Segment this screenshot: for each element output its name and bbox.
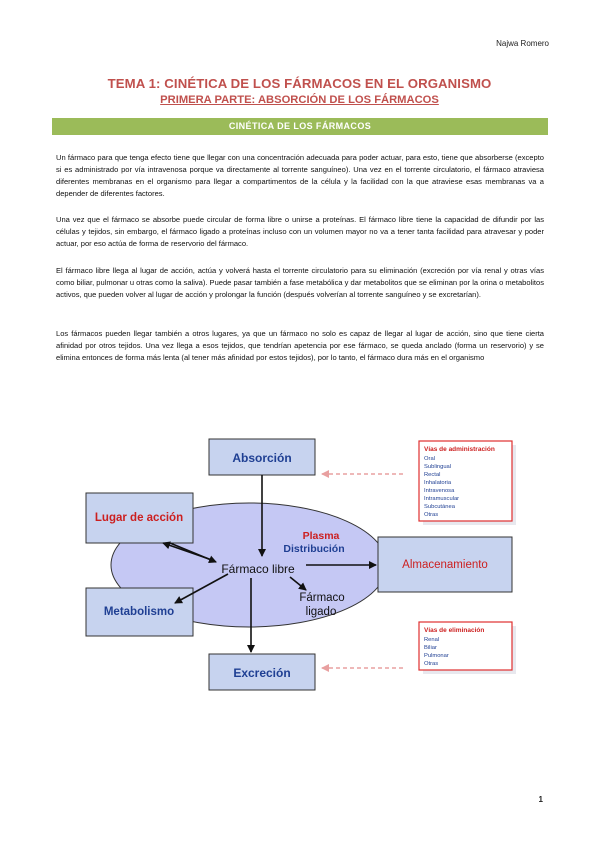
via-item: Inhalatoria [424,480,452,486]
arrow-lugar-to-libre [169,542,217,564]
lugar-accion-box [85,492,194,544]
vias-eliminacion-title: Vías de eliminación [424,627,484,634]
metabolismo-label: Metabolismo [104,606,174,618]
vias-eliminacion-box [418,621,513,671]
section-banner: CINÉTICA DE LOS FÁRMACOS [52,118,548,135]
via-item: Pulmonar [424,653,449,659]
via-item: Renal [424,637,439,643]
paragraph-1: Un fármaco para que tenga efecto tiene q… [56,153,544,198]
page-subtitle: PRIMERA PARTE: ABSORCIÓN DE LOS FÁRMACOS [160,94,439,106]
via-item: Subcutánea [424,504,456,510]
almacenamiento-box [377,536,513,593]
plasma-label: Plasma [303,530,340,542]
excrecion-label: Excreción [233,666,290,680]
lugar-accion-label: Lugar de acción [95,512,183,524]
farmaco-libre-label: Fármaco libre [221,562,295,576]
absorcion-box [208,438,316,476]
paragraph-3: El fármaco libre llega al lugar de acció… [56,266,544,299]
page-title: TEMA 1: CINÉTICA DE LOS FÁRMACOS EN EL O… [107,76,492,91]
via-item: Sublingual [424,464,451,470]
arrow-libre-to-ligado [289,576,307,591]
vias-administracion-box [418,440,513,522]
arrow-libre-to-metabolismo [174,573,229,604]
absorcion-label: Absorción [232,451,291,465]
page-number: 1 [538,795,543,804]
farmaco-ligado-label-line2: ligado [306,606,337,618]
vias-administracion-title: Vías de administración [424,446,495,453]
via-item: Intramuscular [424,496,459,502]
via-item: Otras [424,661,438,667]
distribucion-label: Distribución [283,543,344,555]
via-item: Intravenosa [424,488,455,494]
author-name: Najwa Romero [496,39,549,48]
metabolismo-box [85,587,194,637]
paragraph-2: Una vez que el fármaco se absorbe puede … [56,215,544,248]
excrecion-box [208,653,316,691]
paragraph-4: Los fármacos pueden llegar también a otr… [56,329,544,362]
via-item: Otras [424,512,438,518]
via-item: Oral [424,456,435,462]
almacenamiento-label: Almacenamiento [402,559,488,571]
farmaco-ligado-label-line1: Fármaco [299,592,344,604]
via-item: Biliar [424,645,437,651]
via-item: Rectal [424,472,440,478]
